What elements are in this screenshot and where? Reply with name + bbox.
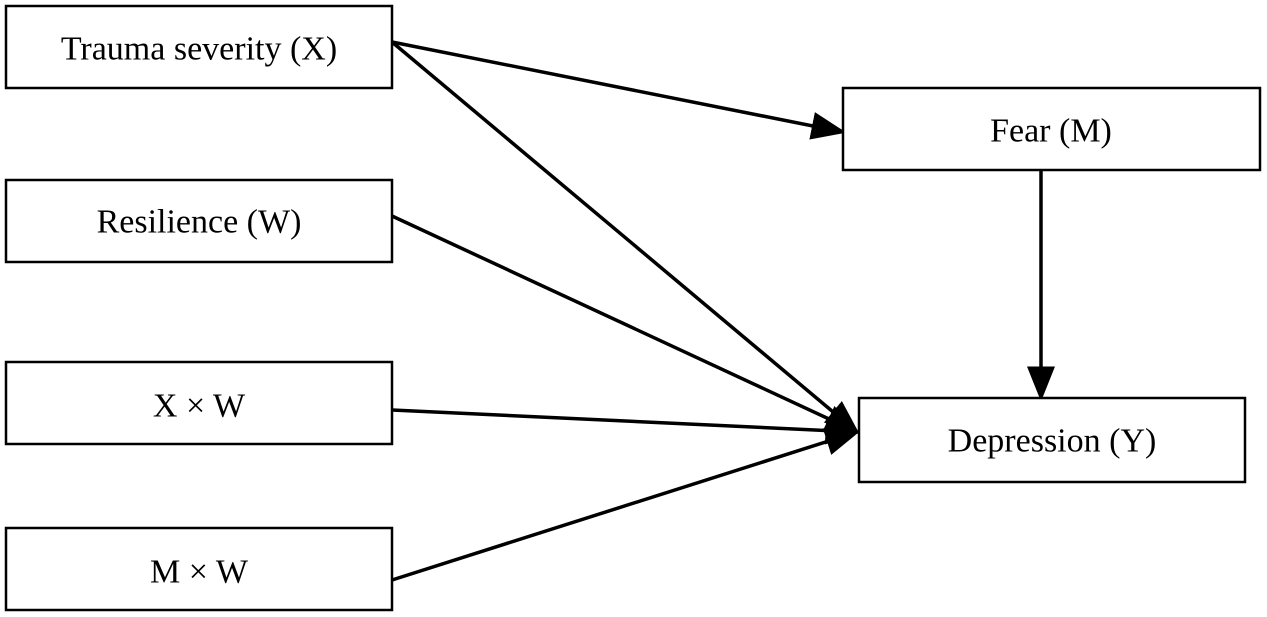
edge-x-to-y	[390, 40, 860, 435]
node-box	[4, 178, 394, 264]
node-x-times-w: X × W	[4, 360, 394, 446]
node-fear: Fear (M)	[841, 86, 1262, 172]
edge-x-to-m	[391, 40, 847, 140]
node-label-x-times-w: X × W	[153, 388, 246, 425]
node-trauma-severity: Trauma severity (X)	[4, 4, 394, 90]
edge-mw-to-y	[391, 428, 861, 582]
node-label-trauma-severity: Trauma severity (X)	[61, 31, 337, 68]
node-label-m-times-w: M × W	[150, 554, 249, 591]
node-box	[4, 360, 394, 446]
node-box	[4, 526, 394, 612]
edges	[390, 40, 1055, 582]
node-resilience: Resilience (W)	[4, 178, 394, 264]
node-box	[4, 4, 394, 90]
edge-w-to-y	[391, 214, 861, 434]
node-m-times-w: M × W	[4, 526, 394, 612]
node-box	[857, 396, 1247, 484]
edge-xw-to-y	[391, 408, 861, 445]
node-label-depression: Depression (Y)	[948, 423, 1157, 460]
node-depression: Depression (Y)	[857, 396, 1247, 484]
node-box	[841, 86, 1262, 172]
node-label-fear: Fear (M)	[990, 113, 1112, 150]
node-label-resilience: Resilience (W)	[97, 204, 302, 241]
